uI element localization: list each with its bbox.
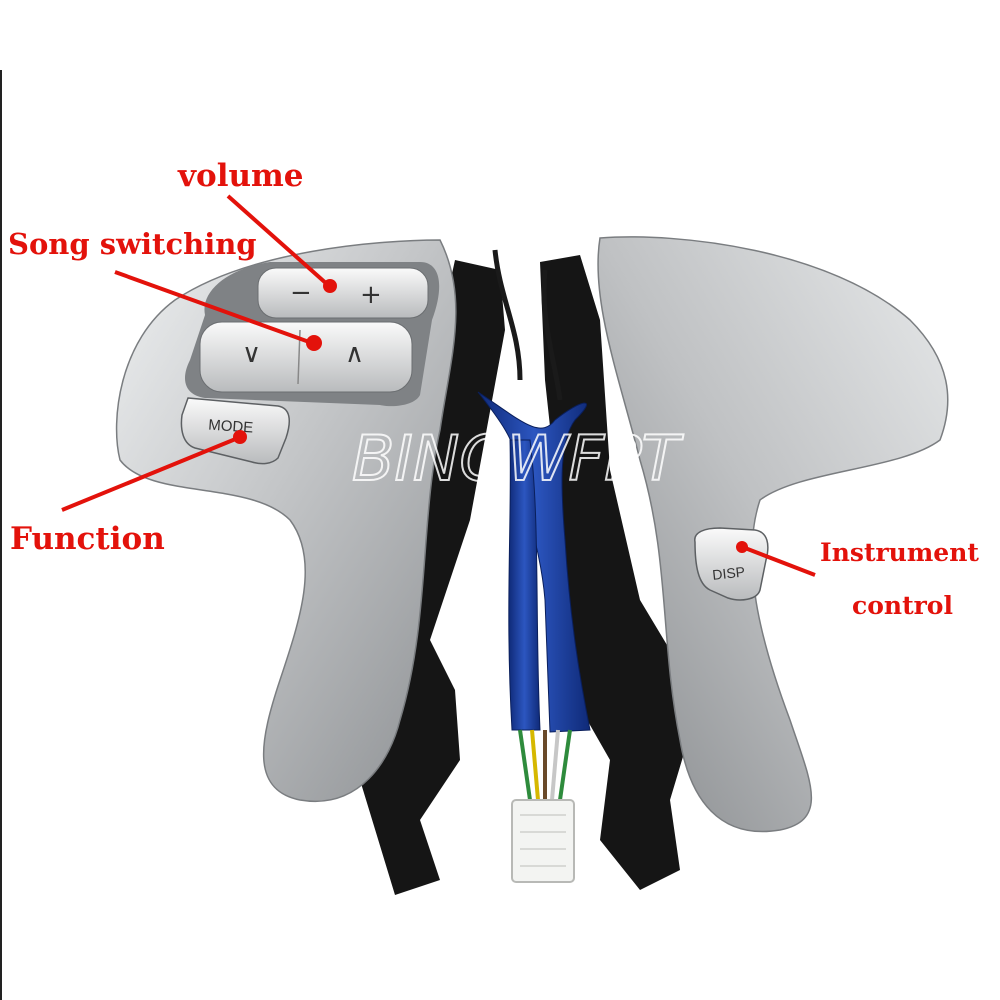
function-label: Function: [10, 521, 165, 557]
volume-rocker-button: [257, 267, 429, 319]
black-wire: [492, 249, 523, 381]
instrument-control-label-line1: Instrument: [820, 538, 979, 567]
connector-ribs: [520, 814, 566, 867]
mode-button: [180, 397, 291, 465]
disp-button: [694, 527, 769, 601]
volume-minus-glyph: −: [290, 278, 312, 308]
arrow-function: [61, 436, 239, 512]
volume-plus-glyph: +: [360, 280, 382, 310]
mode-button-label: MODE: [208, 416, 254, 436]
seek-up-glyph: ∧: [345, 339, 364, 369]
signal-wires: [518, 729, 572, 801]
instrument-control-label-line2: control: [852, 591, 953, 620]
seek-rocker-button: [199, 321, 413, 393]
volume-label: volume: [178, 158, 304, 194]
right-silver-panel: [597, 236, 949, 833]
annotation-dots: [233, 279, 748, 553]
seek-down-glyph: ∨: [242, 339, 261, 369]
annotation-arrows: [61, 194, 816, 577]
blue-wire-left: [508, 439, 541, 731]
white-connector: [511, 799, 575, 883]
disp-button-label: DISP: [712, 563, 746, 582]
arrow-song-switching: [114, 270, 313, 345]
image-left-edge-line: [0, 70, 2, 1000]
arrow-volume: [226, 194, 330, 287]
watermark-text: BINGWFPT: [352, 422, 684, 495]
arrow-instrument: [744, 546, 816, 577]
song-switching-label: Song switching: [8, 227, 257, 261]
black-wire: [541, 269, 563, 401]
